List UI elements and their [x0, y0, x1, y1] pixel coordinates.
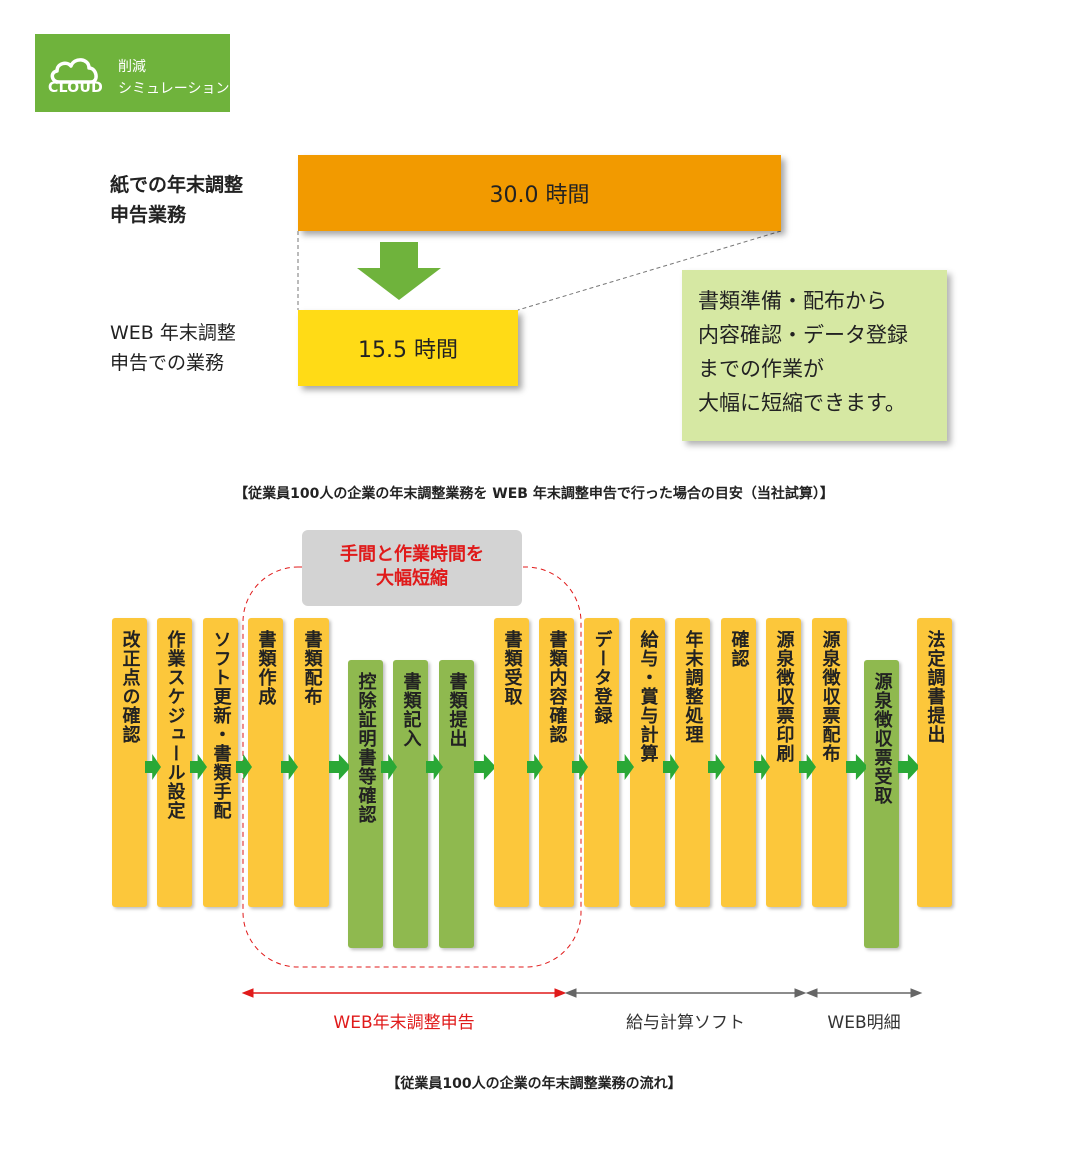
- flow-arrow-icon: [328, 754, 349, 780]
- flow-arrow-icon: [426, 754, 443, 780]
- note-line: 書類準備・配布から: [698, 289, 887, 313]
- flow-step: 書類提出: [439, 660, 474, 948]
- web-hours-bar: 15.5 時間: [298, 310, 518, 386]
- paper-label-line1: 紙での年末調整: [110, 174, 244, 196]
- cloud-badge: CLOUD 削減 シミュレーション: [35, 34, 230, 112]
- highlight-callout: 手間と作業時間を 大幅短縮: [302, 530, 522, 606]
- flow-step-text: 書類作成: [255, 630, 277, 706]
- flow-caption: 【従業員100人の企業の年末調整業務の流れ】: [386, 1076, 682, 1092]
- flow-arrow-icon: [190, 754, 207, 780]
- flow-step-text: 源泉徴収票受取: [871, 672, 893, 805]
- paper-row-label: 紙での年末調整 申告業務: [110, 170, 243, 230]
- flow-arrow-icon: [527, 754, 543, 780]
- flow-step: データ登録: [584, 618, 619, 907]
- flow-step: 書類受取: [494, 618, 529, 907]
- flow-step-text: 確認: [728, 630, 750, 668]
- note-line: 内容確認・データ登録: [698, 323, 908, 347]
- flow-step: 年末調整処理: [675, 618, 710, 907]
- flow-arrow-icon: [236, 754, 252, 780]
- flow-step-text: 源泉徴収票印刷: [773, 630, 795, 763]
- flow-step-text: 法定調書提出: [924, 630, 946, 744]
- cloud-icon: [50, 58, 98, 84]
- range-label-webpayslip: WEB明細: [827, 1013, 901, 1033]
- web-label-line1: WEB 年末調整: [110, 322, 236, 344]
- flow-step: 書類内容確認: [539, 618, 574, 907]
- flow-step: 法定調書提出: [917, 618, 952, 907]
- flow-arrow-icon: [281, 754, 298, 780]
- comparison-connectors: [297, 230, 782, 311]
- web-row-label: WEB 年末調整 申告での業務: [110, 318, 236, 378]
- flow-step: 源泉徴収票配布: [812, 618, 847, 907]
- flow-step-text: 書類受取: [501, 630, 523, 706]
- flow-step: 源泉徴収票受取: [864, 660, 899, 948]
- flow-step: 書類記入: [393, 660, 428, 948]
- flow-step: 控除証明書等確認: [348, 660, 383, 948]
- range-label-salary: 給与計算ソフト: [626, 1013, 745, 1033]
- flow-arrow-icon: [663, 754, 679, 780]
- flow-step-text: 源泉徴収票配布: [819, 630, 841, 763]
- flow-step-text: 書類記入: [400, 672, 422, 748]
- web-hours-value: 15.5 時間: [358, 338, 458, 363]
- note-line: までの作業が: [698, 357, 824, 381]
- flow-arrow-icon: [708, 754, 725, 780]
- flow-arrow-icon: [754, 754, 770, 780]
- flow-step: 書類配布: [294, 618, 329, 907]
- paper-label-line2: 申告業務: [110, 204, 187, 226]
- flow-step-text: ソフト更新・書類手配: [210, 630, 232, 820]
- flow-step: 確認: [721, 618, 756, 907]
- flow-step-text: 控除証明書等確認: [355, 672, 377, 824]
- flow-arrow-icon: [799, 754, 816, 780]
- flow-step-text: 書類配布: [301, 630, 323, 706]
- range-arrow-web: [241, 988, 567, 998]
- flow-step: 源泉徴収票印刷: [766, 618, 801, 907]
- flow-step-text: データ登録: [591, 630, 613, 725]
- flow-step-text: 書類内容確認: [546, 630, 568, 744]
- flow-step: ソフト更新・書類手配: [203, 618, 238, 907]
- flow-step-text: 作業スケジュール設定: [164, 630, 186, 820]
- flow-arrow-icon: [572, 754, 588, 780]
- badge-logo-text: CLOUD: [48, 80, 104, 96]
- flow-arrow-icon: [898, 754, 918, 780]
- flow-arrow-icon: [381, 754, 397, 780]
- range-label-web: WEB年末調整申告: [333, 1013, 475, 1033]
- web-label-line2: 申告での業務: [110, 352, 225, 374]
- flow-arrow-icon: [845, 754, 866, 780]
- flow-step: 改正点の確認: [112, 618, 147, 907]
- flow-arrow-icon: [145, 754, 161, 780]
- comparison-caption: 【従業員100人の企業の年末調整業務を WEB 年末調整申告で行った場合の目安（…: [234, 486, 834, 502]
- paper-hours-value: 30.0 時間: [489, 183, 590, 208]
- flow-step: 書類作成: [248, 618, 283, 907]
- flow-step: 給与・賞与計算: [630, 618, 665, 907]
- highlight-line2: 大幅短縮: [376, 568, 448, 589]
- flow-step-text: 給与・賞与計算: [637, 630, 659, 763]
- range-arrow-salary: [564, 988, 807, 998]
- flow-step-text: 改正点の確認: [119, 630, 141, 744]
- flow-step: 作業スケジュール設定: [157, 618, 192, 907]
- badge-title-line2: シミュレーション: [118, 81, 230, 97]
- flow-step-text: 年末調整処理: [682, 630, 704, 744]
- flow-step-text: 書類提出: [446, 672, 468, 748]
- arrow-down-icon: [357, 242, 441, 300]
- paper-hours-bar: 30.0 時間: [298, 155, 781, 231]
- flow-arrow-icon: [474, 754, 494, 780]
- note-box: 書類準備・配布から 内容確認・データ登録 までの作業が 大幅に短縮できます。: [682, 270, 947, 441]
- highlight-line1: 手間と作業時間を: [340, 544, 484, 565]
- note-line: 大幅に短縮できます。: [698, 391, 906, 415]
- flow-arrow-icon: [617, 754, 634, 780]
- badge-title-line1: 削減: [118, 59, 146, 75]
- range-arrow-webpayslip: [805, 988, 923, 998]
